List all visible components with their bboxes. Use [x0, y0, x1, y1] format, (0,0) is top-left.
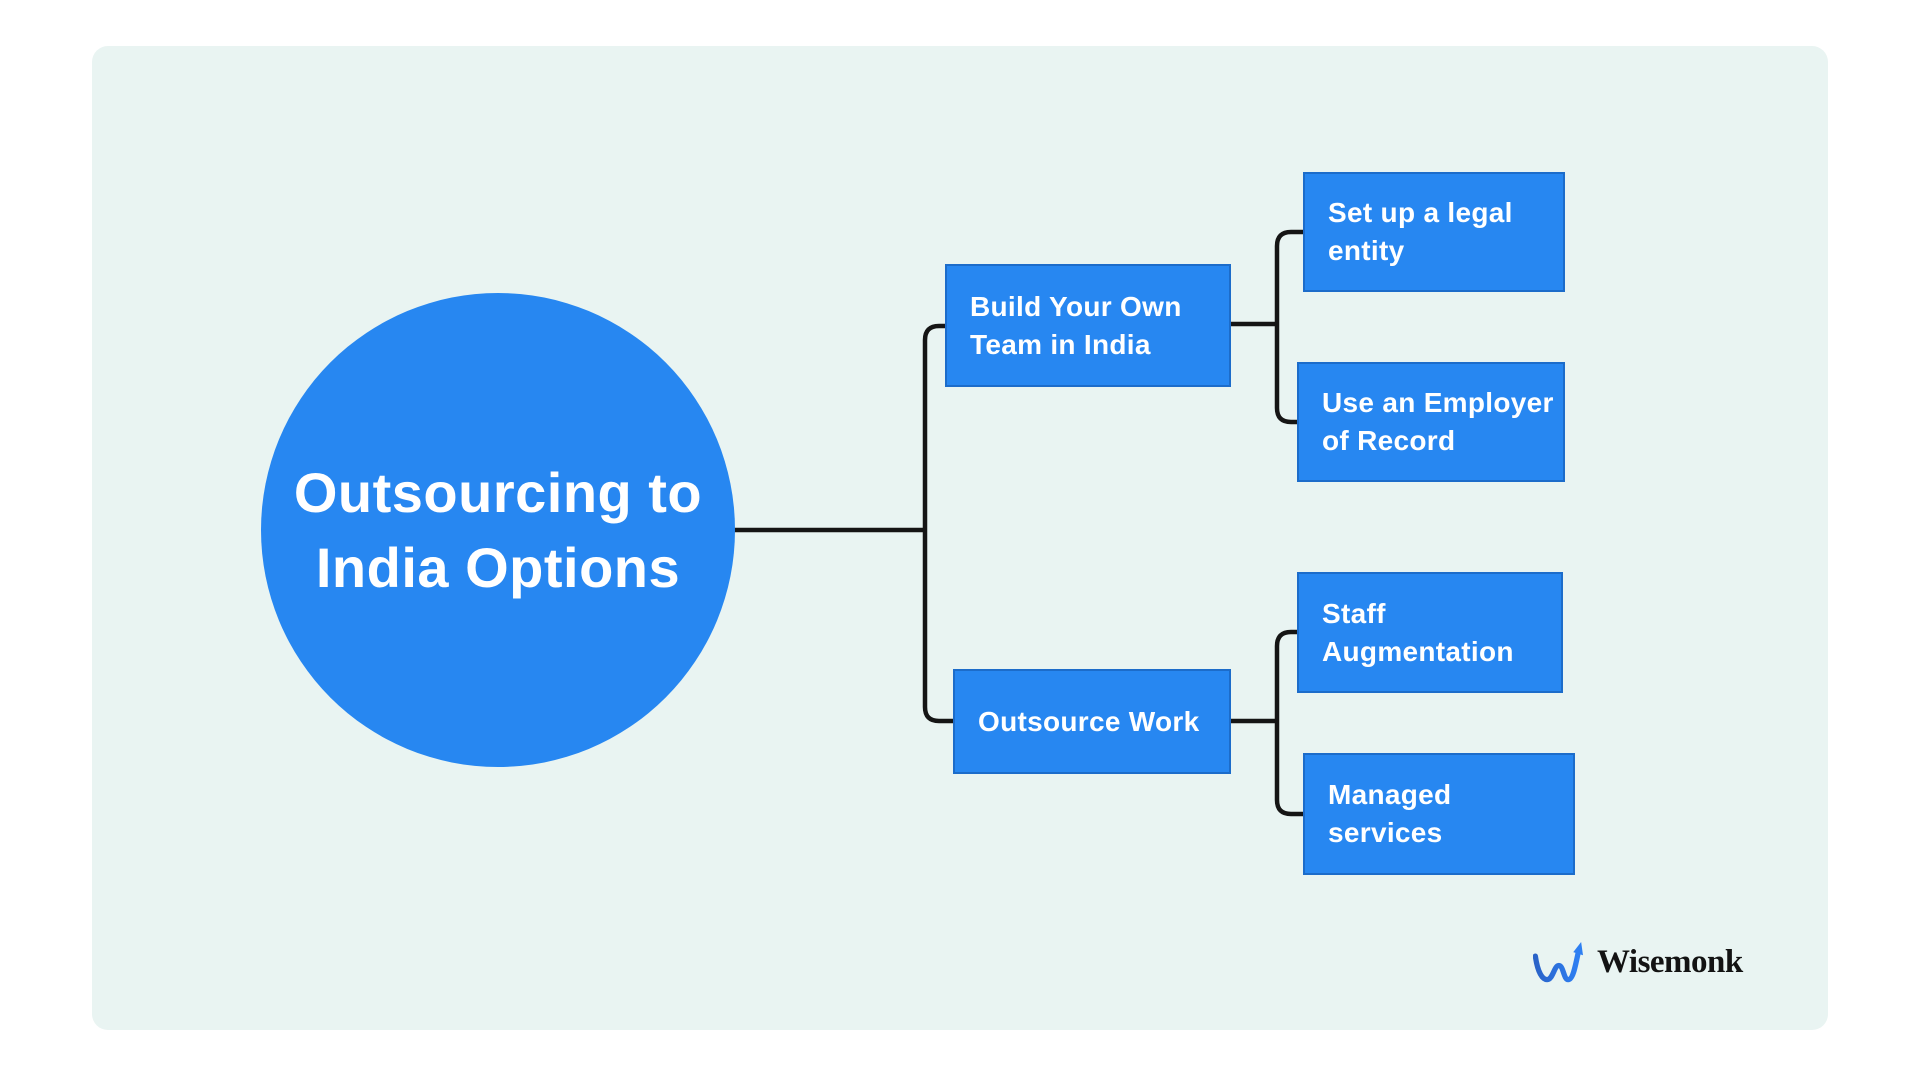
leaf-node-label: Use an Employer of Record [1322, 387, 1554, 456]
leaf-node-employer-of-record: Use an Employer of Record [1297, 362, 1565, 482]
branch-node-build-your-own-team: Build Your Own Team in India [945, 264, 1231, 387]
diagram-card: Outsourcing to India Options Build Your … [92, 46, 1828, 1030]
wisemonk-wordmark: Wisemonk [1597, 943, 1743, 980]
wisemonk-w-icon [1533, 942, 1584, 983]
branch-node-outsource-work: Outsource Work [953, 669, 1231, 774]
branch-node-label: Outsource Work [978, 705, 1200, 737]
root-node: Outsourcing to India Options [261, 293, 735, 767]
leaf-node-label: Managed services [1328, 779, 1452, 848]
leaf-node-label: Staff Augmentation [1322, 597, 1514, 667]
leaf-node-staff-augmentation: Staff Augmentation [1297, 572, 1563, 693]
leaf-node-legal-entity: Set up a legal entity [1303, 172, 1565, 292]
leaf-node-managed-services: Managed services [1303, 753, 1575, 875]
wisemonk-logo: Wisemonk [1533, 930, 1743, 994]
leaf-node-label: Set up a legal entity [1328, 197, 1513, 266]
branch-node-label: Build Your Own Team in India [970, 290, 1182, 360]
root-node-label: Outsourcing to India Options [293, 461, 703, 599]
